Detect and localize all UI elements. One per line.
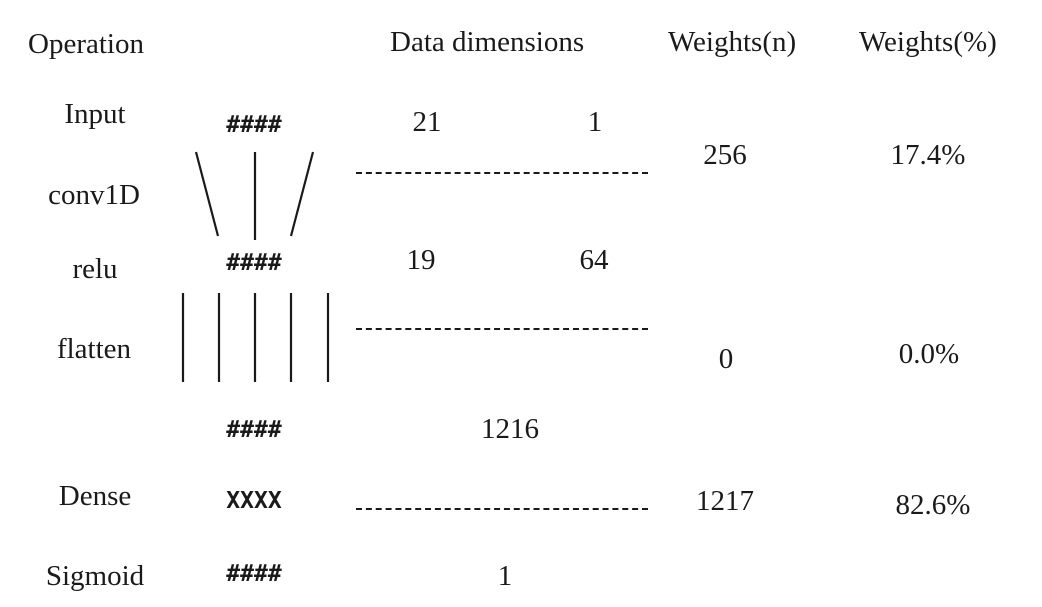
op-sigmoid: Sigmoid [45, 560, 145, 592]
dim-flatten-out: 1216 [481, 413, 539, 445]
separator-flatten [356, 328, 648, 330]
dim-input-a: 21 [412, 106, 442, 138]
conv-line-left [194, 151, 220, 237]
header-weights-pct: Weights(%) [859, 26, 997, 58]
dim-sigmoid: 1 [497, 560, 513, 592]
weights-n-dense: 1217 [696, 485, 754, 517]
symbol-relu: #### [226, 250, 282, 276]
header-operation: Operation [28, 28, 144, 60]
weights-pct-dense: 82.6% [895, 489, 971, 521]
header-data-dimensions: Data dimensions [390, 26, 585, 58]
op-input: Input [64, 98, 126, 130]
separator-conv1d [356, 172, 648, 174]
op-relu: relu [72, 253, 118, 285]
symbol-input: #### [226, 112, 282, 138]
symbol-flatten-out: #### [226, 417, 282, 443]
weights-n-conv1d: 256 [703, 139, 747, 171]
symbol-dense: XXXX [226, 488, 282, 514]
conv-line-right [289, 151, 315, 237]
op-dense: Dense [58, 480, 132, 512]
symbol-sigmoid: #### [226, 561, 282, 587]
dim-relu-a: 19 [406, 244, 436, 276]
header-weights-n: Weights(n) [668, 26, 797, 58]
weights-pct-flatten: 0.0% [898, 338, 960, 370]
weights-n-flatten: 0 [718, 343, 734, 375]
weights-pct-conv1d: 17.4% [890, 139, 966, 171]
dim-input-b: 1 [587, 106, 603, 138]
dim-relu-b: 64 [579, 244, 609, 276]
op-conv1d: conv1D [48, 179, 140, 211]
op-flatten: flatten [56, 333, 132, 365]
separator-dense [356, 508, 648, 510]
